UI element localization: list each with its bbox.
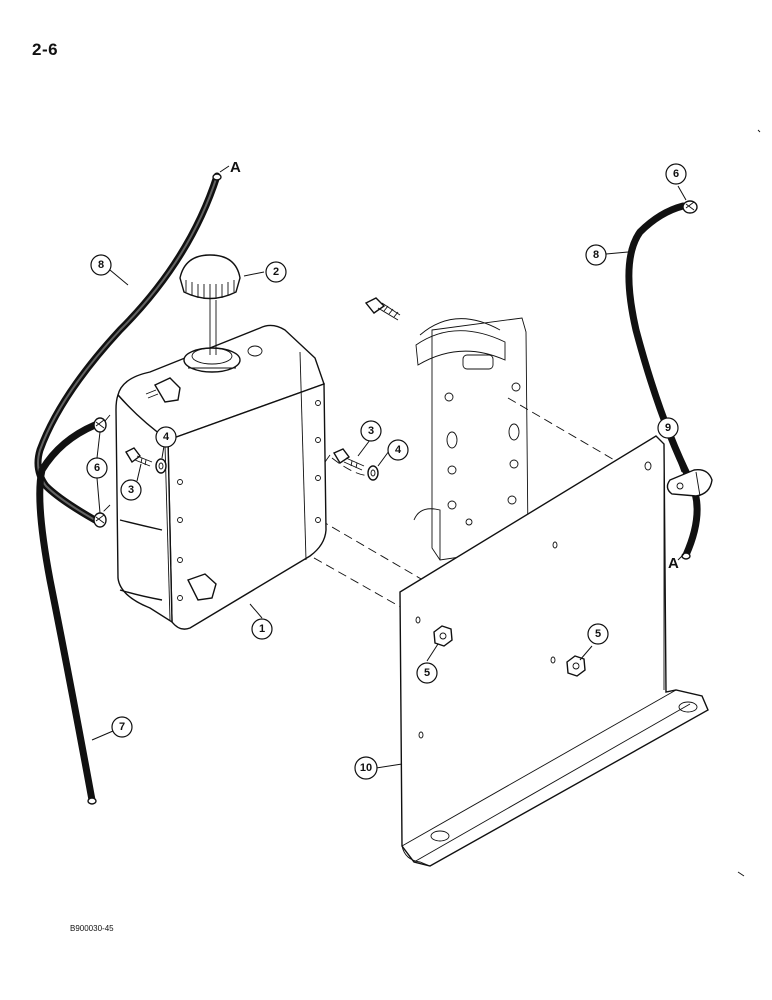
callout-2: 2	[265, 261, 287, 283]
callout-6-left: 6	[86, 457, 108, 479]
svg-text:6: 6	[673, 168, 679, 180]
callout-10: 10	[354, 756, 378, 780]
callout-7: 7	[111, 716, 133, 738]
hose-clamp-lower-left	[93, 512, 107, 528]
background-bolt	[364, 297, 401, 321]
hose-clamp-upper-left	[93, 417, 107, 433]
hex-nut-right	[566, 655, 586, 677]
svg-text:6: 6	[94, 462, 100, 474]
connection-label-a-top: A	[230, 159, 241, 176]
washer-center	[367, 465, 379, 481]
svg-text:7: 7	[119, 721, 125, 733]
hose-lower-left	[36, 421, 99, 805]
svg-text:1: 1	[259, 623, 265, 635]
svg-text:4: 4	[163, 431, 170, 443]
callout-3-left: 3	[120, 479, 142, 501]
filler-cap	[179, 254, 241, 355]
svg-text:8: 8	[593, 249, 599, 261]
callout-1: 1	[251, 618, 273, 640]
reservoir-tank	[115, 324, 327, 630]
figure-id: B900030-45	[70, 924, 114, 933]
svg-text:8: 8	[98, 259, 104, 271]
svg-text:9: 9	[665, 422, 671, 434]
callout-4-left: 4	[155, 426, 177, 448]
svg-text:3: 3	[128, 484, 134, 496]
callout-leaders	[91, 185, 687, 769]
svg-text:4: 4	[395, 444, 402, 456]
svg-text:5: 5	[595, 628, 601, 640]
callout-3-center: 3	[360, 420, 382, 442]
callout-4-center: 4	[387, 439, 409, 461]
callout-9: 9	[657, 417, 679, 439]
callout-5-right: 5	[587, 623, 609, 645]
washer-left	[155, 458, 167, 474]
connection-label-a-right: A	[668, 555, 679, 572]
page-number: 2-6	[32, 40, 59, 59]
hose-upper-left	[34, 172, 222, 524]
callout-5-left: 5	[416, 662, 438, 684]
svg-text:3: 3	[368, 425, 374, 437]
mounting-bracket	[399, 435, 709, 867]
hex-nut-left	[433, 625, 453, 647]
callout-6-right: 6	[665, 163, 687, 185]
svg-text:10: 10	[360, 762, 372, 774]
svg-text:2: 2	[273, 266, 279, 278]
hose-clamp-right	[682, 200, 698, 214]
bolt-center	[332, 448, 365, 471]
hose-clip	[666, 469, 713, 497]
svg-text:5: 5	[424, 667, 430, 679]
callout-8-left: 8	[90, 254, 112, 276]
callout-8-right: 8	[585, 244, 607, 266]
bolt-left	[125, 447, 153, 467]
